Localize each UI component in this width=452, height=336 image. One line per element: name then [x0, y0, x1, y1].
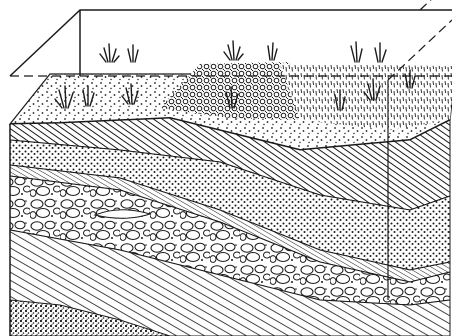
grass-tuft-icon	[224, 41, 243, 60]
grass-tuft-icon	[351, 42, 362, 62]
grass-tuft-icon	[100, 44, 119, 62]
grass-tuft-icon	[375, 43, 386, 62]
grass-tuft-icon	[268, 43, 277, 60]
cross-section	[10, 118, 450, 336]
grass-tuft-icon	[128, 45, 138, 62]
